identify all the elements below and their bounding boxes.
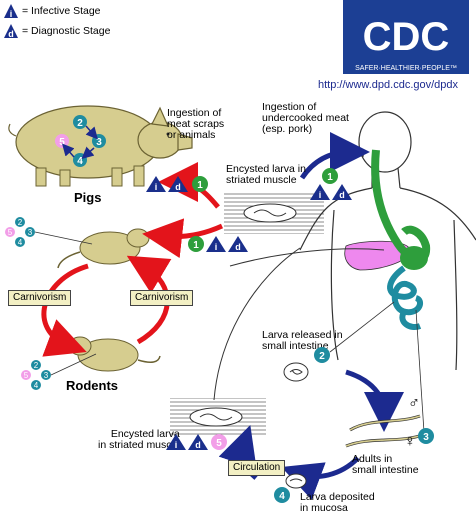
pig-illustration: 2 3 4 5 (8, 105, 193, 187)
rodent-upper-illustration: 2 3 4 5 (5, 217, 150, 269)
adults-label: Adults in small intestine (352, 453, 419, 476)
carnivorism-right-box: Carnivorism (130, 290, 194, 306)
cdc-logo: CDC SAFER·HEALTHIER·PEOPLE™ (343, 0, 469, 74)
svg-text:3: 3 (96, 137, 102, 148)
adult-worms (345, 414, 427, 448)
svg-text:4: 4 (18, 238, 23, 247)
svg-text:4: 4 (34, 381, 39, 390)
released-larva-cyst (283, 362, 309, 382)
cdc-logo-text: CDC (363, 15, 450, 59)
svg-text:4: 4 (77, 156, 83, 167)
ingestion-meat-label: Ingestion of undercooked meat (esp. pork… (262, 101, 349, 135)
pigs-label: Pigs (74, 190, 102, 205)
male-symbol: ♂ (408, 395, 420, 412)
female-symbol: ♀ (404, 433, 416, 450)
legend-infective-icon: i (4, 4, 18, 19)
svg-text:5: 5 (59, 137, 65, 148)
muscle-tissue-bottom (170, 398, 266, 436)
rodents-label: Rodents (66, 378, 118, 393)
legend-diagnostic-label: = Diagnostic Stage (22, 25, 111, 37)
svg-text:2: 2 (34, 361, 39, 370)
circulation-box: Circulation (228, 460, 286, 476)
encysted-top-label: Encysted larva in striated muscle (226, 163, 306, 186)
pig-stage-2 (73, 115, 87, 129)
carnivorism-left-box: Carnivorism (8, 290, 72, 306)
deposited-label: Larva deposited in mucosa (300, 491, 375, 514)
rodent-cycle-arrows (41, 162, 224, 357)
svg-text:2: 2 (18, 218, 23, 227)
svg-text:5: 5 (24, 371, 29, 380)
svg-text:3: 3 (44, 371, 49, 380)
legend-infective-label: = Infective Stage (22, 5, 101, 17)
svg-text:i: i (10, 9, 13, 18)
svg-text:5: 5 (8, 228, 13, 237)
leader-lines (213, 247, 425, 433)
legend-diagnostic-icon: d (4, 24, 18, 39)
deposited-larva (285, 473, 307, 489)
larva-released-label: Larva released in small intestine (262, 329, 343, 352)
svg-text:d: d (8, 29, 14, 38)
svg-text:3: 3 (28, 228, 33, 237)
cdc-tagline: SAFER·HEALTHIER·PEOPLE™ (355, 65, 457, 72)
cdc-url-link[interactable]: http://www.dpd.cdc.gov/dpdx (318, 79, 459, 91)
svg-text:2: 2 (77, 118, 83, 129)
ingestion-scraps-label: Ingestion of meat scraps or animals (167, 107, 225, 141)
muscle-tissue-top (224, 192, 324, 234)
encysted-bottom-label: Encysted larva in striated muscle (98, 428, 180, 451)
